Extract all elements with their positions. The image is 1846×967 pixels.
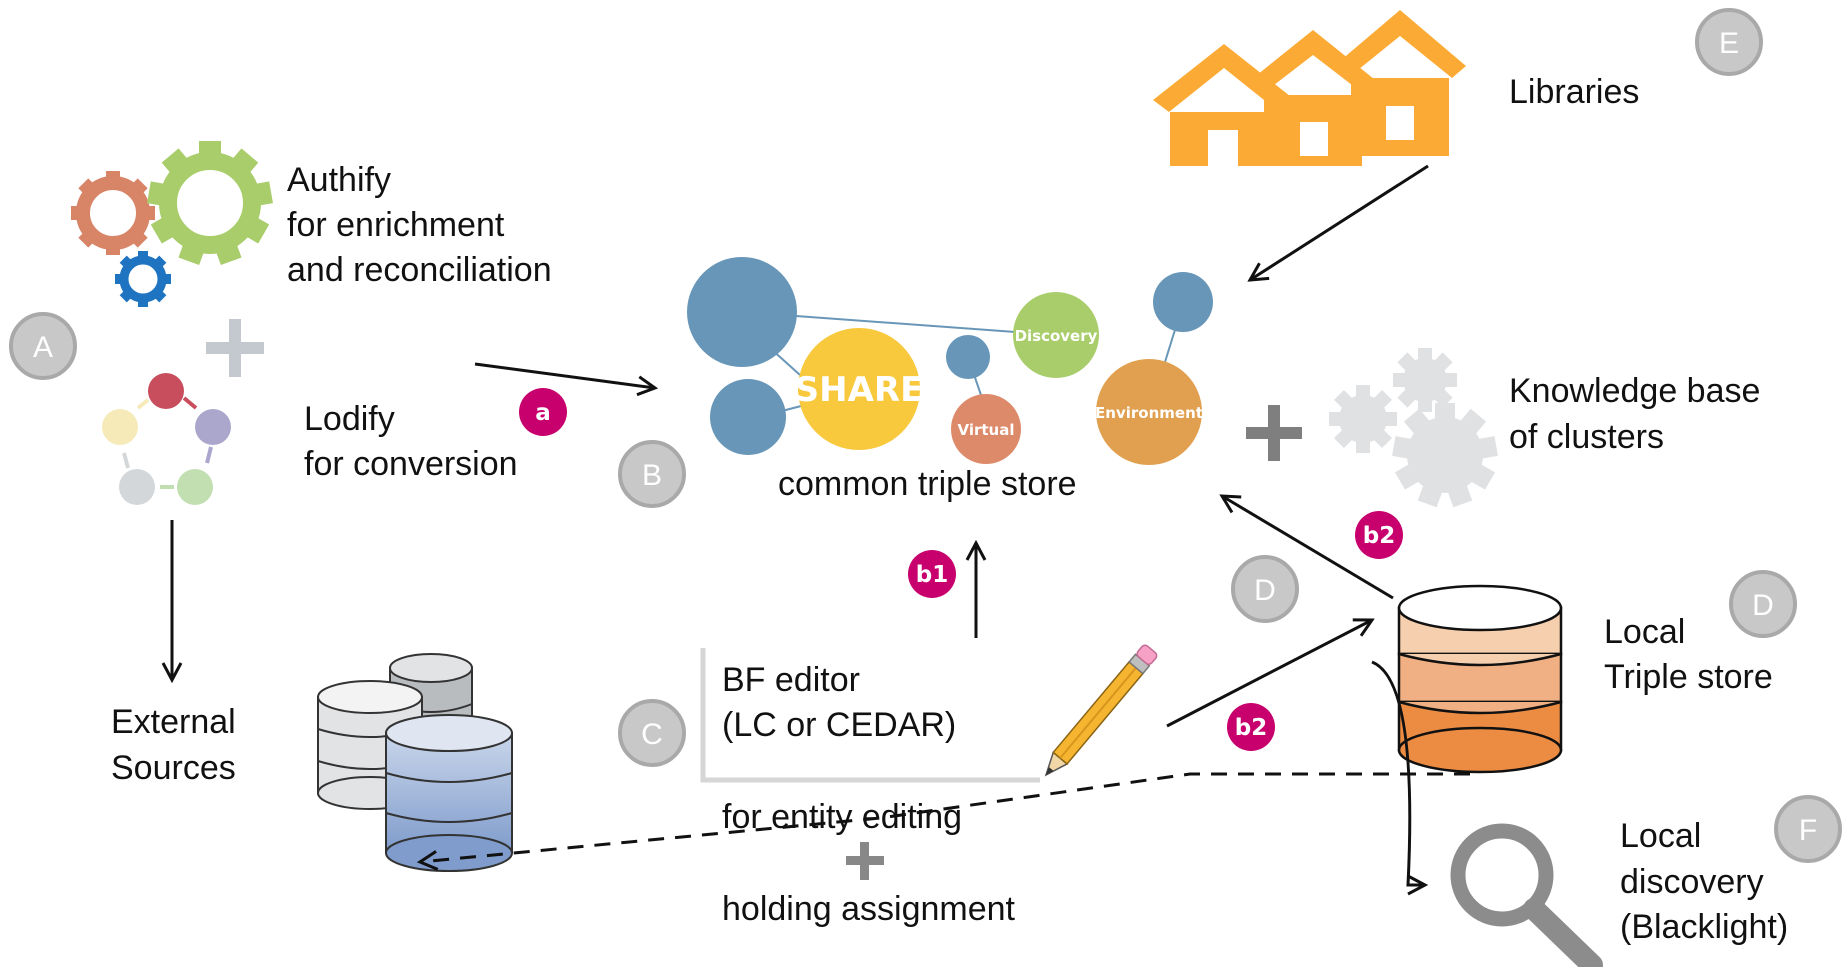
house-icon-3 [1334, 10, 1466, 156]
lodify-title: Lodify [304, 400, 395, 438]
house-icon-2 [1247, 30, 1379, 166]
pink-badge-a: a [519, 388, 567, 436]
holding-assignment-label: holding assignment [722, 890, 1016, 928]
external-sources-line2: Sources [111, 749, 236, 787]
bubble-medium-blue [710, 379, 786, 455]
svg-text:F: F [1799, 814, 1817, 847]
bubble-large-blue [687, 257, 797, 367]
blue-db [385, 714, 513, 872]
svg-text:D: D [1254, 574, 1276, 607]
badge-c: C [618, 699, 686, 767]
svg-text:b2: b2 [1363, 523, 1395, 549]
local-triple-store-line1: Local [1604, 613, 1685, 651]
bf-editor-subtitle: (LC or CEDAR) [722, 706, 956, 744]
authify-desc-line2: for enrichment [287, 206, 505, 244]
authify-title: Authify [287, 161, 391, 199]
cycle-node-yellow [102, 409, 138, 445]
bubble-environment-label: Environment [1095, 404, 1203, 422]
house-icon-1 [1153, 44, 1295, 166]
external-sources-line1: External [111, 703, 236, 741]
badge-f: F [1774, 795, 1842, 863]
authify-desc-line3: and reconciliation [287, 251, 552, 289]
bubble-virtual-label: Virtual [958, 421, 1015, 439]
cycle-node-green [177, 469, 213, 505]
green-gear-icon [147, 141, 273, 266]
badge-d-center: D [1231, 555, 1299, 623]
badge-a: A [9, 312, 77, 380]
local-discovery-line1: Local [1620, 817, 1701, 855]
pink-badge-b2-top: b2 [1355, 511, 1403, 559]
svg-text:C: C [641, 718, 663, 751]
bubble-share [798, 328, 920, 450]
arrow-libraries-to-store [1250, 164, 1429, 280]
local-discovery-line2: discovery [1620, 863, 1764, 901]
common-triple-store-label: common triple store [778, 465, 1077, 503]
svg-text:a: a [535, 400, 551, 426]
dashed-arrow-to-external-db [420, 772, 1470, 862]
plus-icon-small [846, 842, 884, 880]
local-triple-store-icon [1397, 584, 1563, 774]
svg-text:B: B [642, 459, 662, 492]
arrow-b2-to-local-store [1166, 620, 1372, 728]
bubble-share-label: SHARE [795, 370, 924, 410]
bf-editor-title: BF editor [722, 661, 860, 699]
local-triple-store-line2: Triple store [1604, 658, 1773, 696]
arrow-local-store-to-discovery [1371, 660, 1425, 885]
bubble-discovery [1013, 292, 1099, 378]
red-gear-icon [71, 171, 155, 255]
badge-d-right: D [1729, 570, 1797, 638]
lodify-desc: for conversion [304, 445, 518, 483]
blue-gear-icon [115, 251, 171, 307]
arrow-b2-local-to-common [1222, 496, 1394, 600]
authify-gears-icon [71, 141, 273, 307]
search-magnifier-icon [1450, 823, 1603, 967]
plus-icon [206, 319, 264, 377]
arrow-a-to-common-store [474, 362, 655, 388]
external-database-icon [317, 653, 513, 872]
badge-e: E [1695, 8, 1763, 76]
bubble-discovery-label: Discovery [1015, 327, 1098, 345]
bubble-blue-right [1153, 272, 1213, 332]
pink-badge-b2-bottom: b2 [1227, 703, 1275, 751]
cycle-node-gray [119, 469, 155, 505]
pink-badge-b1: b1 [908, 550, 956, 598]
bubble-environment [1096, 359, 1202, 465]
svg-text:E: E [1719, 27, 1739, 60]
badge-b: B [618, 440, 686, 508]
local-discovery-line3: (Blacklight) [1620, 908, 1788, 946]
knowledge-base-gears-icon [1329, 348, 1498, 508]
svg-text:D: D [1752, 589, 1774, 622]
lodify-cycle-icon [102, 373, 231, 505]
bubble-virtual [951, 394, 1021, 464]
bubble-small-blue [946, 335, 990, 379]
cycle-node-purple [195, 409, 231, 445]
libraries-label: Libraries [1509, 73, 1639, 111]
pencil-icon [1044, 644, 1158, 777]
knowledge-base-line2: of clusters [1509, 418, 1664, 456]
cycle-node-red [148, 373, 184, 409]
svg-text:b1: b1 [916, 562, 948, 588]
knowledge-base-line1: Knowledge base [1509, 372, 1760, 410]
common-triple-store-graph: SHARE Discovery Virtual Environment [687, 257, 1213, 465]
bf-editor-bracket [700, 648, 1040, 783]
svg-text:A: A [33, 331, 53, 364]
plus-icon-dark [1246, 405, 1302, 461]
svg-text:b2: b2 [1235, 715, 1267, 741]
libraries-houses-icon [1153, 10, 1466, 166]
